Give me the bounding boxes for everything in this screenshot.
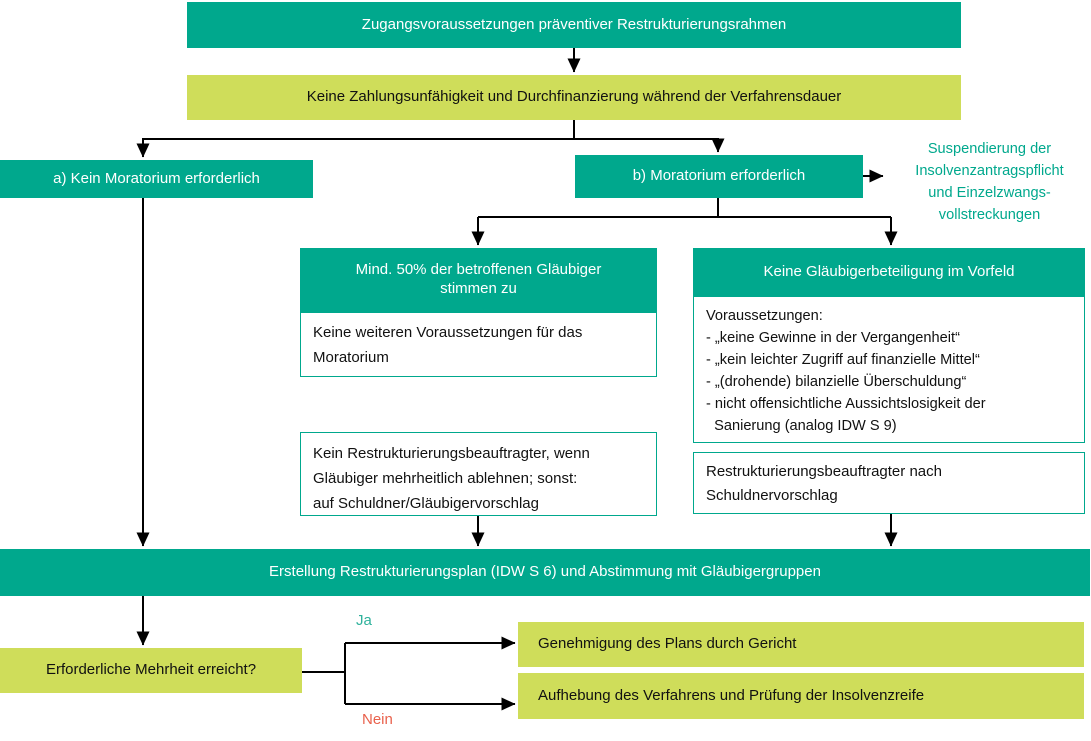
outcome-revocation-box: Aufhebung des Verfahrens und Prüfung der… [518, 673, 1084, 719]
no-edge-label: Nein [362, 711, 393, 728]
consent-body-box: Keine weiteren Voraussetzungen für das M… [300, 312, 657, 377]
plan-step-box: Erstellung Restrukturierungsplan (IDW S … [0, 549, 1090, 596]
outcome-approval-box: Genehmigung des Plans durch Gericht [518, 622, 1084, 667]
title-box: Zugangsvoraussetzungen präventiver Restr… [187, 2, 961, 48]
consent-officer-box: Kein Restrukturierungsbeauftragter, wenn… [300, 432, 657, 516]
noconsent-header-box: Keine Gläubigerbeteiligung im Vorfeld [693, 248, 1085, 296]
branch-a-box: a) Kein Moratorium erforderlich [0, 160, 313, 198]
majority-question-box: Erforderliche Mehrheit erreicht? [0, 648, 302, 693]
condition-box: Keine Zahlungsunfähigkeit und Durchfinan… [187, 75, 961, 120]
branch-b-box: b) Moratorium erforderlich [575, 155, 863, 198]
noconsent-officer-box: Restrukturierungsbeauftragter nach Schul… [693, 452, 1085, 514]
suspension-note: Suspendierung der Insolvenzantragspflich… [915, 141, 1064, 223]
consent-header-box: Mind. 50% der betroffenen Gläubiger stim… [300, 248, 657, 312]
yes-edge-label: Ja [356, 612, 372, 629]
noconsent-body-box: Voraussetzungen: - „keine Gewinne in der… [693, 296, 1085, 443]
